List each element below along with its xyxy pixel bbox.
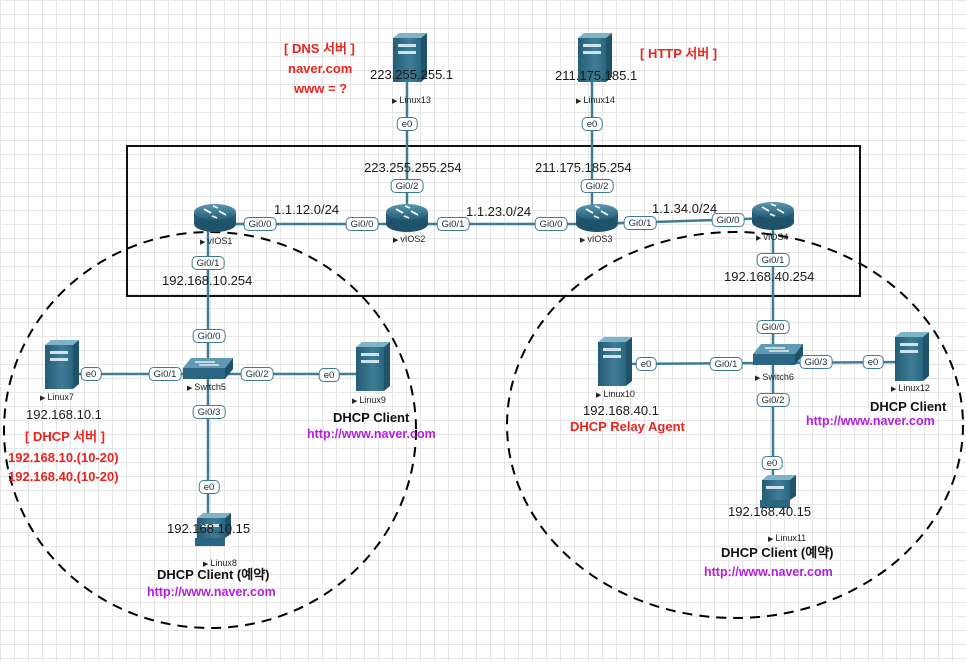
linux8-url: http://www.naver.com xyxy=(147,585,276,599)
vios4-label: vIOS4 xyxy=(756,233,788,242)
port-vios2-gi0-1[interactable]: Gi0/1 xyxy=(436,217,470,231)
linux7-ip: 192.168.10.1 xyxy=(26,407,102,422)
port-vios3-gi0-0[interactable]: Gi0/0 xyxy=(534,217,568,231)
port-switch6-gi0-2[interactable]: Gi0/2 xyxy=(756,393,790,407)
port-linux12-e0[interactable]: e0 xyxy=(862,355,884,369)
dns-server-record: www = ? xyxy=(294,81,348,96)
port-linux14-e0[interactable]: e0 xyxy=(581,117,603,131)
linux10-label: Linux10 xyxy=(596,390,635,399)
port-linux13-e0[interactable]: e0 xyxy=(396,117,418,131)
linux12-role: DHCP Client xyxy=(870,399,947,414)
lan-circle-right xyxy=(506,231,964,619)
switch5-label: Switch5 xyxy=(187,383,226,392)
port-switch6-gi0-0[interactable]: Gi0/0 xyxy=(756,320,790,334)
vios1-lan-ip: 192.168.10.254 xyxy=(162,273,253,288)
linux14-ip: 211.175.185.1 xyxy=(555,68,638,83)
port-switch5-gi0-0[interactable]: Gi0/0 xyxy=(192,329,226,343)
http-server-title: [ HTTP 서버 ] xyxy=(640,46,718,61)
port-vios3-gi0-2[interactable]: Gi0/2 xyxy=(580,179,614,193)
linux9-label: Linux9 xyxy=(352,396,386,405)
linux12-url: http://www.naver.com xyxy=(806,414,935,428)
linux8-label: Linux8 xyxy=(203,559,237,568)
dhcp-pool-10: 192.168.10.(10-20) xyxy=(8,450,119,465)
linux11-url: http://www.naver.com xyxy=(704,565,833,579)
switch6-icon[interactable] xyxy=(752,343,804,366)
linux8-role: DHCP Client (예약) xyxy=(157,567,270,582)
linux11-label: Linux11 xyxy=(768,534,806,543)
port-linux10-e0[interactable]: e0 xyxy=(635,357,657,371)
linux7-server-icon[interactable] xyxy=(45,340,79,389)
link-label-net23: 1.1.23.0/24 xyxy=(466,204,532,219)
vios4-lan-ip: 192.168.40.254 xyxy=(724,269,815,284)
port-linux9-e0[interactable]: e0 xyxy=(318,368,340,382)
port-linux7-e0[interactable]: e0 xyxy=(80,367,102,381)
vios1-router-icon[interactable] xyxy=(193,203,237,233)
dhcp-server-title: [ DHCP 서버 ] xyxy=(25,429,106,444)
linux7-label: Linux7 xyxy=(40,393,74,402)
wan-boundary-box xyxy=(126,145,861,297)
linux10-ip: 192.168.40.1 xyxy=(583,403,659,418)
link-label-net12: 1.1.12.0/24 xyxy=(274,202,340,217)
dns-server-domain: naver.com xyxy=(288,61,353,76)
port-switch6-gi0-1[interactable]: Gi0/1 xyxy=(709,357,743,371)
port-switch5-gi0-3[interactable]: Gi0/3 xyxy=(192,405,226,419)
linux14-label: Linux14 xyxy=(576,96,615,105)
lan-circle-left xyxy=(3,231,417,629)
switch6-label: Switch6 xyxy=(755,373,794,382)
dns-server-title: [ DNS 서버 ] xyxy=(284,41,355,56)
port-vios4-gi0-0[interactable]: Gi0/0 xyxy=(711,213,745,227)
switch5-icon[interactable] xyxy=(182,357,234,380)
port-vios1-gi0-0[interactable]: Gi0/0 xyxy=(243,217,277,231)
linux12-label: Linux12 xyxy=(891,384,930,393)
port-vios1-gi0-1[interactable]: Gi0/1 xyxy=(191,256,225,270)
linux10-role: DHCP Relay Agent xyxy=(570,419,685,434)
port-vios2-gi0-2[interactable]: Gi0/2 xyxy=(390,179,424,193)
link-vios3-vios4 xyxy=(591,216,774,226)
linux8-ip: 192.168.10.15 xyxy=(167,521,251,536)
port-vios2-gi0-0[interactable]: Gi0/0 xyxy=(345,217,379,231)
network-links xyxy=(60,70,906,515)
vios1-label: vIOS1 xyxy=(200,237,232,246)
linux9-server-icon[interactable] xyxy=(356,342,390,391)
linux9-role: DHCP Client xyxy=(333,410,410,425)
vios4-router-icon[interactable] xyxy=(751,201,795,231)
port-linux8-e0[interactable]: e0 xyxy=(198,480,220,494)
link-label-net34: 1.1.34.0/24 xyxy=(652,201,718,216)
linux12-server-icon[interactable] xyxy=(895,332,929,381)
port-linux11-e0[interactable]: e0 xyxy=(761,456,783,470)
port-switch5-gi0-2[interactable]: Gi0/2 xyxy=(240,367,274,381)
linux11-ip: 192.168.40.15 xyxy=(728,504,812,519)
linux13-label: Linux13 xyxy=(392,96,431,105)
linux13-ip: 223.255.255.1 xyxy=(370,67,454,82)
linux9-url: http://www.naver.com xyxy=(307,427,436,441)
linux10-server-icon[interactable] xyxy=(598,337,632,386)
port-vios4-gi0-1[interactable]: Gi0/1 xyxy=(756,253,790,267)
port-switch6-gi0-3[interactable]: Gi0/3 xyxy=(799,355,833,369)
vios2-label: vIOS2 xyxy=(393,235,425,244)
vios3-router-icon[interactable] xyxy=(575,203,619,233)
vios3-wan-ip: 211.175.185.254 xyxy=(535,160,632,175)
port-vios3-gi0-1[interactable]: Gi0/1 xyxy=(623,216,657,230)
dhcp-pool-40: 192.168.40.(10-20) xyxy=(8,469,119,484)
linux11-role: DHCP Client (예약) xyxy=(721,545,834,560)
vios3-label: vIOS3 xyxy=(580,235,612,244)
vios2-wan-ip: 223.255.255.254 xyxy=(364,160,462,175)
port-switch5-gi0-1[interactable]: Gi0/1 xyxy=(148,367,182,381)
vios2-router-icon[interactable] xyxy=(385,203,429,233)
